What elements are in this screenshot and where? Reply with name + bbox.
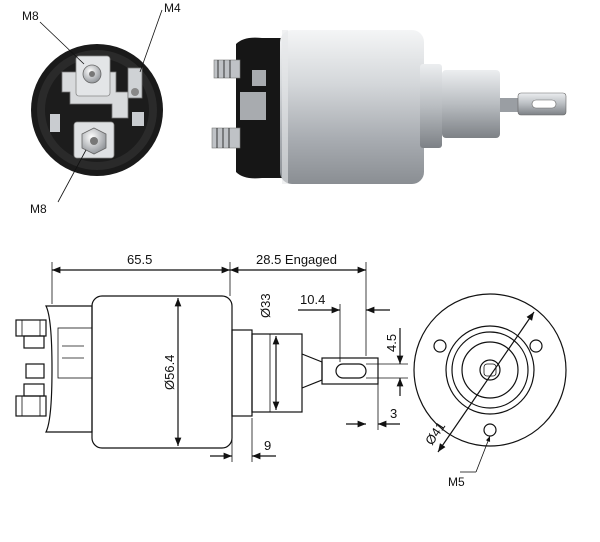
callout-m5: M5	[448, 475, 465, 489]
callout-m8-bottom: M8	[30, 202, 47, 216]
dim-body-diameter: Ø56.4	[162, 355, 177, 390]
mount-hole-icon	[483, 423, 497, 437]
dim-line	[437, 311, 535, 453]
mount-hole-icon	[433, 339, 447, 353]
leader-line	[57, 149, 87, 203]
end-view-photo	[31, 44, 163, 176]
leader-line	[39, 21, 85, 65]
dim-eye-thickness: 3	[390, 406, 397, 421]
side-elevation-drawing	[15, 295, 379, 449]
dim-eye-height: 4.5	[384, 334, 399, 352]
callout-m8-top: M8	[22, 9, 39, 23]
callout-m4: M4	[164, 1, 181, 15]
stud-lower-icon	[211, 127, 241, 149]
main-terminal-icon	[73, 121, 115, 159]
small-terminal-icon	[127, 67, 143, 99]
dim-shoulder-width: 9	[264, 438, 271, 453]
mount-hole-icon	[529, 339, 543, 353]
dim-shaft-diameter: Ø33	[258, 293, 273, 318]
dim-body-length: 65.5	[127, 252, 152, 267]
stud-upper-icon	[213, 59, 241, 79]
dim-stroke-engaged: 28.5 Engaged	[256, 252, 337, 267]
dim-plunger-reach: 10.4	[300, 292, 325, 307]
side-view-photo	[211, 30, 567, 184]
leader-line	[475, 435, 491, 473]
nut-upper-icon	[15, 319, 47, 349]
leader-line	[139, 9, 163, 73]
terminal-stud-icon	[75, 55, 111, 97]
nut-lower-icon	[15, 383, 47, 417]
